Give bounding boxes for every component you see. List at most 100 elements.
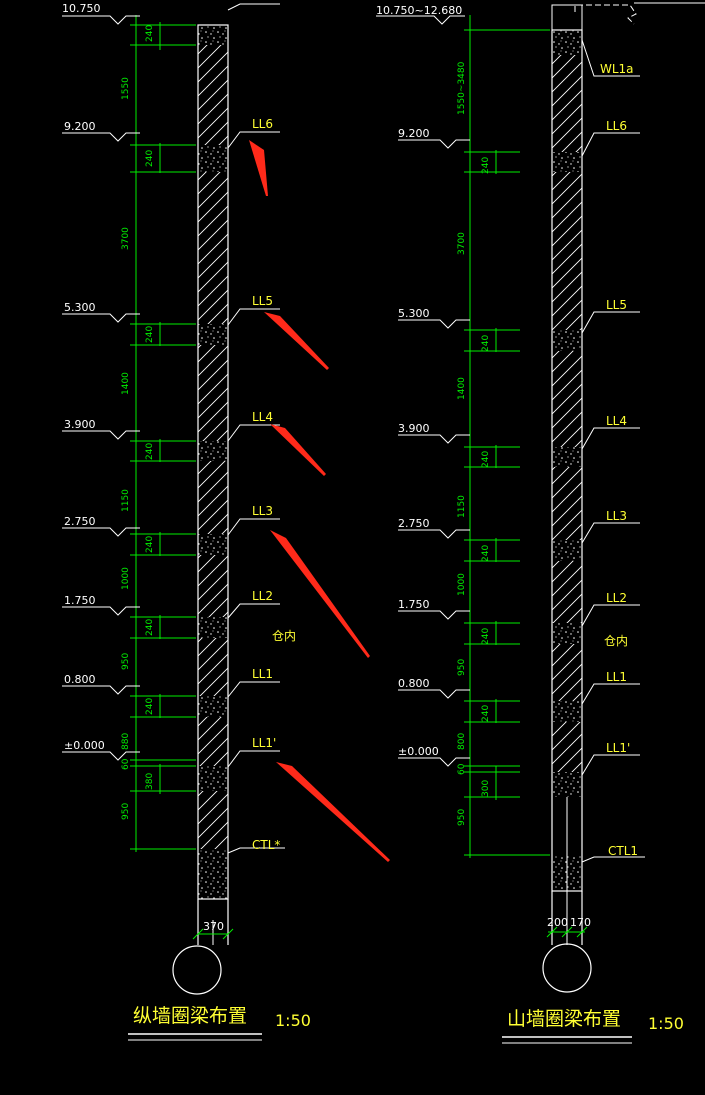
left-wall-outline [197,24,229,900]
right-elevation-markers [376,15,470,767]
beam-label: LL1' [606,741,630,755]
left-wall-hatch [198,717,228,766]
left-dimension-chain [130,15,234,940]
right-level-label: 9.200 [398,127,430,140]
dim-text: 800 [457,733,467,750]
left-level-label: 1.750 [64,594,96,607]
dim-text: 240 [145,619,155,636]
left-beam-top [198,25,228,45]
left-level-label: 5.300 [64,301,96,314]
beam-label: LL2 [252,589,273,603]
right-wall-hatch [552,351,582,447]
dim-text: 240 [145,698,155,715]
dim-text: 1000 [457,573,467,596]
left-wall-hatch [198,172,228,324]
beam-label: WL1a [600,62,634,76]
left-width-label: 370 [203,920,224,933]
right-wall-hatch [552,467,582,540]
red-annotation-arrows [249,140,390,862]
left-wall-hatch [198,555,228,617]
left-beam-ctl [198,849,228,899]
right-level-label: 1.750 [398,598,430,611]
beam-label: LL1' [252,736,276,750]
right-scale-label: 1:50 [648,1014,684,1033]
dim-text: 1150 [121,489,131,512]
right-beam-ll1p [552,772,582,797]
left-inside-label: 仓内 [272,629,296,643]
right-width-label: 170 [570,916,591,929]
left-level-label: 9.200 [64,120,96,133]
left-drawing: 10.750 9.200 5.300 3.900 2.750 1.750 0.8… [62,2,311,1041]
dim-text: 240 [145,326,155,343]
dim-text: 300 [481,780,491,797]
left-beam-ll6 [198,145,228,172]
right-wall-hatch [552,55,582,152]
left-beam-ll1p [198,766,228,791]
beam-label: LL4 [606,414,627,428]
right-level-label: 0.800 [398,677,430,690]
arrow-ll6 [249,140,268,196]
right-level-label: 2.750 [398,517,430,530]
dim-text: 1150 [457,495,467,518]
dim-text: 240 [481,335,491,352]
beam-label: LL6 [252,117,273,131]
left-axis-bubble [172,945,222,995]
left-level-label: 3.900 [64,418,96,431]
dim-text: 240 [481,545,491,562]
dim-text: 60 [121,758,131,770]
left-scale-label: 1:50 [275,1011,311,1030]
beam-label: CTL1 [608,844,638,858]
left-wall-hatch [198,345,228,441]
dim-text: 950 [457,809,467,826]
left-level-label: 0.800 [64,673,96,686]
dim-text: 1550~3480 [457,61,467,115]
right-beam-ll2 [552,623,582,644]
left-beam-ll3 [198,534,228,555]
left-beam-ll2 [198,617,228,638]
beam-label: LL6 [606,119,627,133]
right-beam-leaders [581,39,645,863]
left-level-label: ±0.000 [64,739,105,752]
dim-text: 240 [145,150,155,167]
right-dimension-chain [464,15,588,938]
right-drawing-title: 山墙圈梁布置 [507,1008,621,1030]
dim-text: 1000 [121,567,131,590]
right-beam-ll4 [552,447,582,467]
dim-text: 950 [121,653,131,670]
dim-text: 240 [145,536,155,553]
right-beam-ll3 [552,540,582,561]
right-level-label: 5.300 [398,307,430,320]
dim-text: 1400 [121,372,131,395]
right-dimension-texts: 1550~3480 240 3700 240 1400 240 1150 240… [457,61,591,929]
dim-text: 380 [145,773,155,790]
left-wall-hatch [198,791,228,849]
beam-label: LL3 [606,509,627,523]
beam-label: LL2 [606,591,627,605]
dim-text: 950 [457,659,467,676]
arrow-ll3 [270,530,370,658]
dim-text: 3700 [121,227,131,250]
beam-label: LL3 [252,504,273,518]
right-wall-hatch [552,172,582,330]
left-level-label: 2.750 [64,515,96,528]
left-beam-ll5 [198,324,228,345]
dim-text: 240 [145,25,155,42]
left-beam-leaders [227,3,285,854]
right-top-elevation: 10.750~12.680 [376,4,462,17]
left-drawing-title: 纵墙圈梁布置 [133,1005,247,1027]
beam-label: LL5 [606,298,627,312]
beam-label: CTL* [252,838,280,852]
right-level-label: ±0.000 [398,745,439,758]
left-wall-hatch [198,461,228,534]
right-axis-bubble [542,943,592,993]
right-width-label: 200 [547,916,568,929]
right-beam-ll5 [552,330,582,351]
left-beam-ll4 [198,441,228,461]
dim-text: 240 [145,443,155,460]
dim-text: 1550 [121,77,131,100]
right-wall-hatch [552,644,582,701]
right-beam-wl1a [552,30,582,55]
beam-label: LL5 [252,294,273,308]
right-beam-ll1 [552,701,582,722]
